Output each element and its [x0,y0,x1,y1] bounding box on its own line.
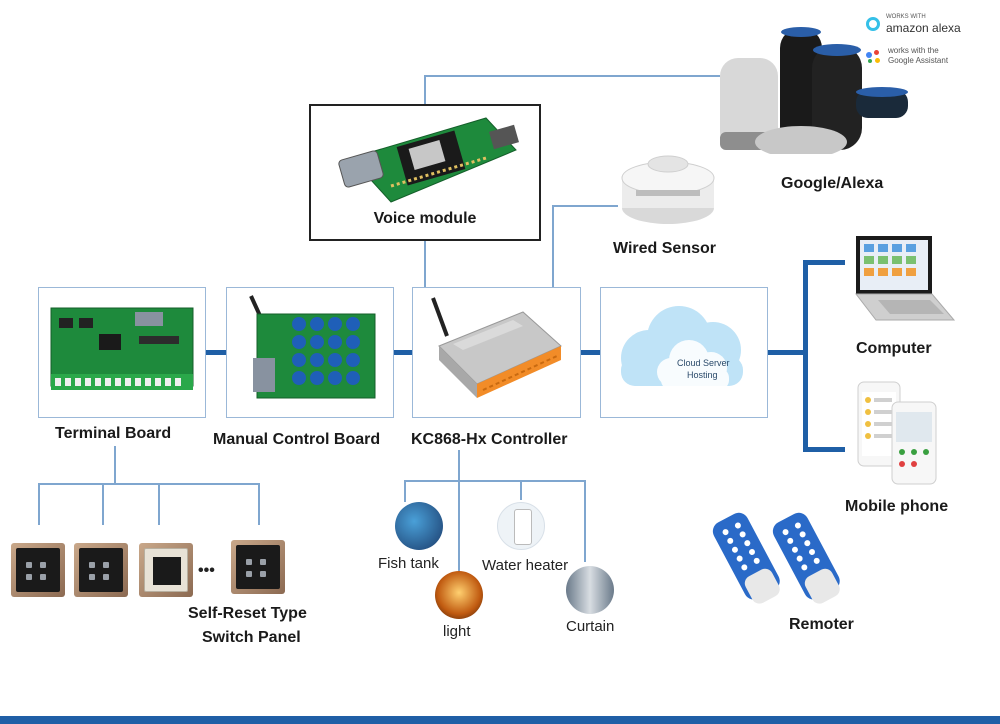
wire-voice-controller [424,240,426,288]
bus-to-computer [803,260,845,265]
voice-module-pcb [338,117,519,203]
google-assistant-logo: works with the Google Assistant [866,46,976,70]
alexa-name: amazon alexa [886,21,961,35]
switch-panel-label-2: Switch Panel [202,629,301,646]
terminal-board-box [38,287,206,418]
water-heater-image [497,502,545,550]
wire-alexa-drop [424,75,426,105]
google-works-with: works with the [888,46,939,55]
computer-label: Computer [856,340,932,357]
voice-module-label: Voice module [373,210,477,227]
wire-terminal-drop [114,446,116,484]
fish-tank-label: Fish tank [378,555,439,572]
bus-to-phone [803,447,845,452]
cloud-icon [621,306,743,390]
smart-speakers-image [720,27,908,154]
bus-manual-controller [393,350,413,355]
switch-panel-3 [139,543,193,597]
cloud-text-1: Cloud Server [677,358,730,368]
wire-fish [404,480,406,502]
cloud-box: Cloud Server Hosting [600,287,768,418]
manual-control-board-box [226,287,394,418]
terminal-board-pcb [50,307,194,390]
switch-panel-2 [74,543,128,597]
cloud-text-2: Hosting [687,370,718,380]
curtain-label: Curtain [566,618,615,635]
wire-panels-bus [38,483,260,485]
wire-panel4 [258,483,260,525]
wire-heater [520,480,522,500]
remoter-label: Remoter [789,616,854,633]
wire-alexa-top [424,75,720,77]
wire-curtain [584,480,586,562]
wire-sensor-h [552,205,618,207]
wire-controller-drop [458,450,460,480]
switch-panel-label-1: Self-Reset Type [188,605,307,622]
alexa-ring-icon [866,17,880,31]
bus-cloud-out [768,350,806,355]
manual-control-board-label: Manual Control Board [213,431,381,448]
light-label: light [443,623,471,640]
google-assistant-icon [866,50,882,66]
footer-bar [0,716,1000,724]
light-image [435,571,483,619]
switch-panel-4 [231,540,285,594]
switch-panel-1 [11,543,65,597]
manual-control-board-pcb [249,295,376,399]
water-heater-label: Water heater [482,557,569,574]
switch-panel-ellipsis: ••• [198,562,215,579]
controller-box [412,287,581,418]
wired-sensor-label: Wired Sensor [613,240,716,257]
remote-controls-image [712,512,840,604]
fish-tank-image [395,502,443,550]
curtain-image [566,566,614,614]
google-alexa-label: Google/Alexa [781,175,884,192]
terminal-board-label: Terminal Board [55,425,172,442]
voice-module-box: Voice module [309,104,541,241]
wire-panel3 [158,483,160,525]
smoke-sensor-image [621,155,715,224]
mobile-phones-image [857,381,937,485]
mobile-phone-label: Mobile phone [845,498,949,515]
bus-right-vertical [803,260,808,450]
alexa-works-with: WORKS WITH [886,14,926,20]
bus-terminal-manual [205,350,227,355]
wire-panel1 [38,483,40,525]
controller-device [431,297,562,398]
wire-light [458,480,460,572]
laptop-image [854,236,956,321]
google-assistant-name: Google Assistant [888,56,949,65]
wire-panel2 [102,483,104,525]
bus-controller-cloud [580,350,600,355]
wire-devices-bus [404,480,584,482]
wire-sensor-v [552,205,554,288]
alexa-logo: WORKS WITH amazon alexa [866,14,976,40]
controller-label: KC868-Hx Controller [411,431,568,448]
